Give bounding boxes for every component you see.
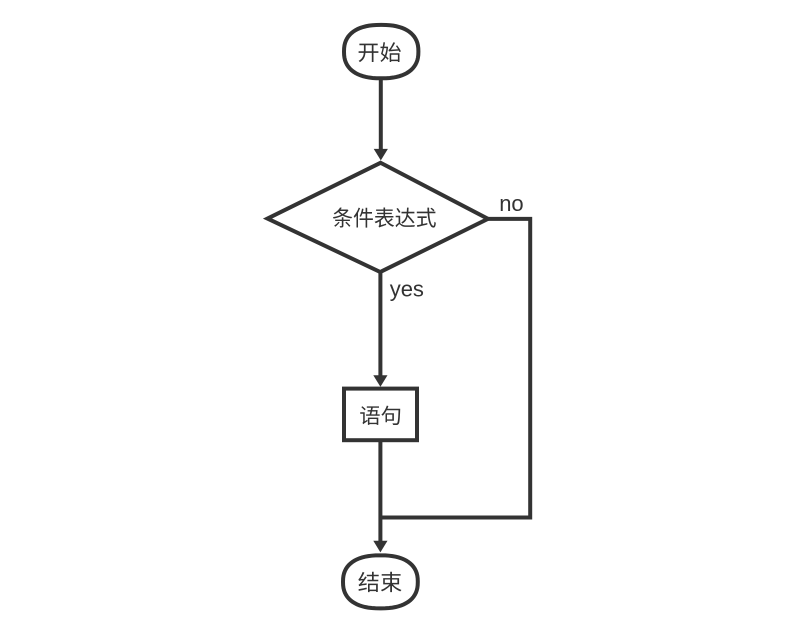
svg-text:no: no [499,191,523,216]
svg-text:yes: yes [390,276,424,301]
